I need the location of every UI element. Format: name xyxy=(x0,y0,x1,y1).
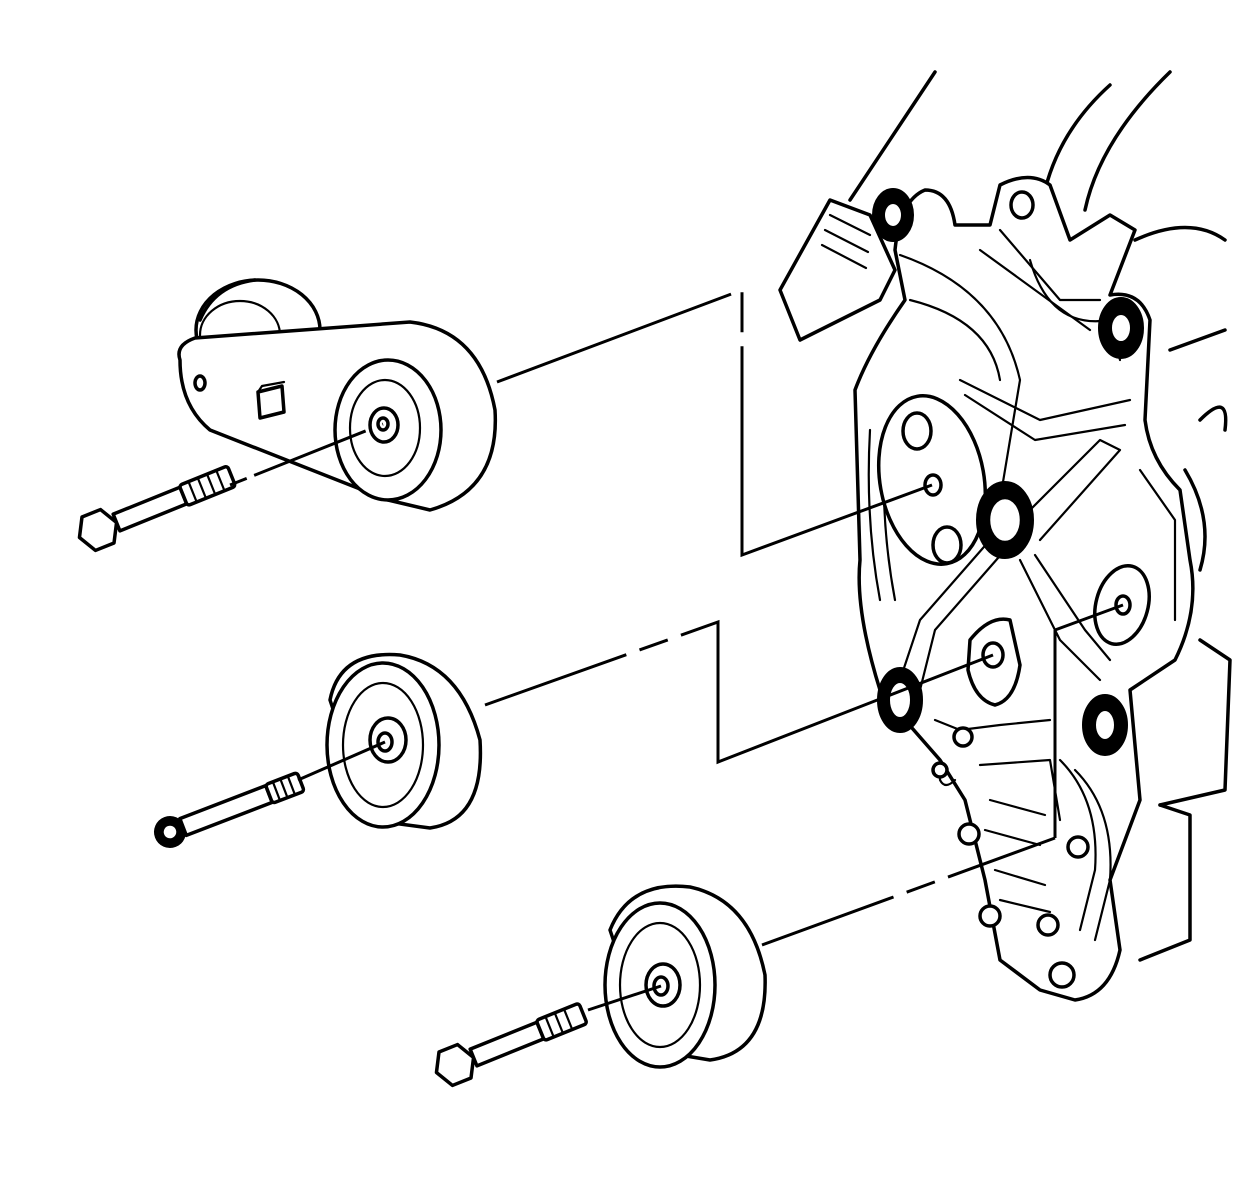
idler-bolt-lower xyxy=(434,1002,588,1088)
tensioner-bolt xyxy=(77,465,237,553)
alignment-lines xyxy=(229,287,1124,1012)
belt-tensioner xyxy=(177,278,498,512)
idler-pulley-upper xyxy=(325,652,483,830)
idler-pulley-lower xyxy=(603,884,767,1069)
idler-bolt-upper xyxy=(154,771,306,848)
accessory-bracket xyxy=(778,70,1232,1002)
